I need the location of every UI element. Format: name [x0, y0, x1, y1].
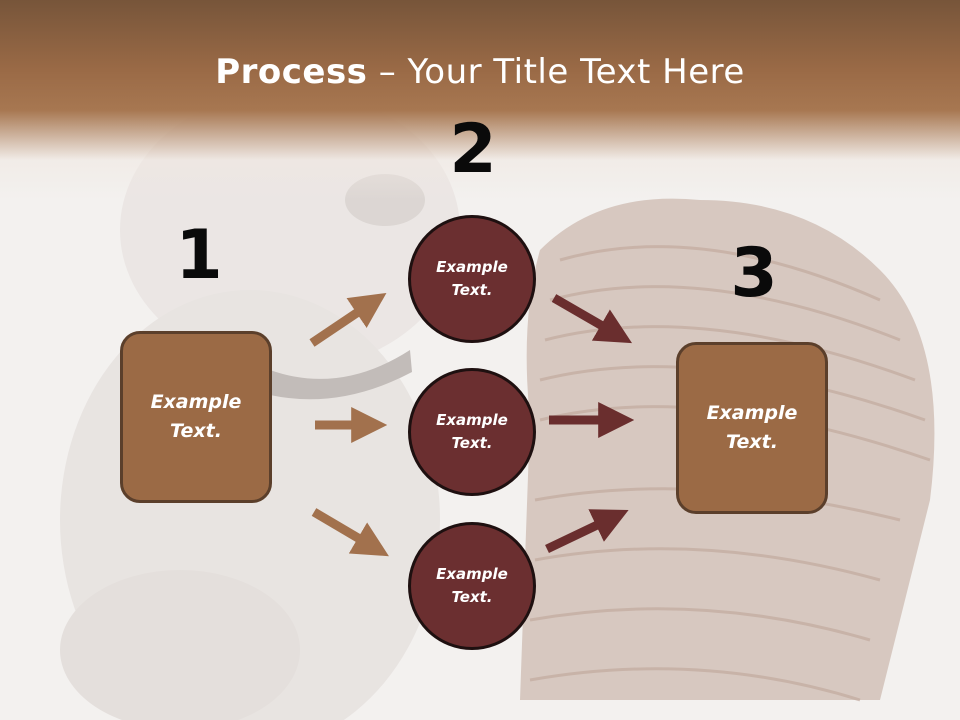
- step-number-1: 1: [175, 216, 223, 295]
- circle-bottom-text: Example Text.: [436, 565, 508, 606]
- title-rest: – Your Title Text Here: [367, 52, 745, 92]
- arrow-circle-bottom-to-box3: [545, 509, 629, 554]
- arrow-circle-top-to-box3: [551, 294, 633, 344]
- step2-circle-bottom: Example Text.: [408, 522, 536, 650]
- header-band: [0, 0, 960, 200]
- circle-top-text: Example Text.: [436, 258, 508, 299]
- step3-box: Example Text.: [676, 342, 828, 514]
- step3-box-text: Example Text.: [706, 402, 798, 453]
- step1-box: Example Text.: [120, 331, 272, 503]
- title-bold: Process: [215, 52, 368, 92]
- step1-box-text: Example Text.: [150, 391, 242, 442]
- circle-middle-text: Example Text.: [436, 411, 508, 452]
- step-number-3: 3: [730, 234, 778, 313]
- step2-circle-top: Example Text.: [408, 215, 536, 343]
- arrow-box1-to-circle-top: [309, 292, 387, 347]
- step-number-2: 2: [449, 110, 497, 189]
- arrow-box1-to-circle-bottom: [311, 508, 389, 557]
- slide-title: Process – Your Title Text Here: [0, 52, 960, 92]
- step2-circle-middle: Example Text.: [408, 368, 536, 496]
